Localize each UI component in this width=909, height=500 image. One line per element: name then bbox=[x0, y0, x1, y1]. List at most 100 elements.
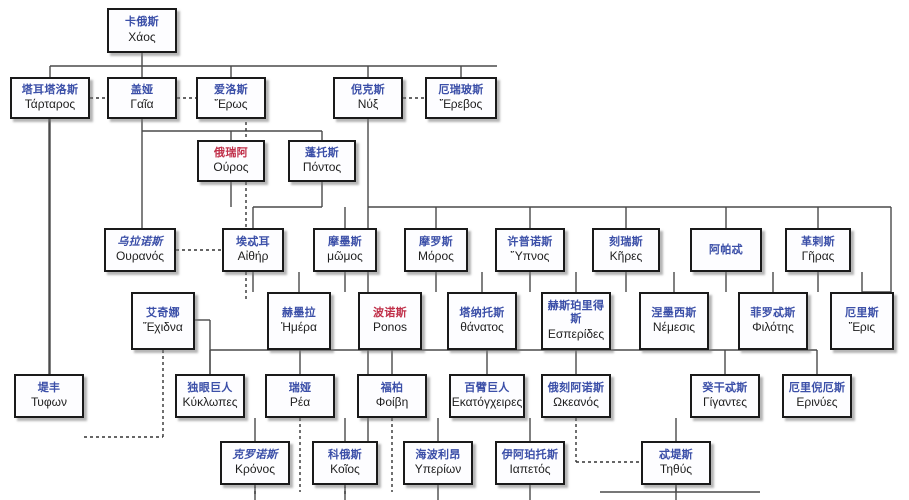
node-apate[interactable]: 阿帕忒 bbox=[690, 228, 762, 272]
node-label-cn: 波诺斯 bbox=[373, 306, 407, 319]
node-label-cn: 摩罗斯 bbox=[419, 235, 453, 248]
node-label-gr: Ερινύες bbox=[796, 395, 838, 410]
node-label-cn: 赫墨拉 bbox=[282, 306, 316, 319]
node-label-cn: 克罗诺斯 bbox=[232, 448, 278, 461]
node-label-cn: 堤丰 bbox=[37, 381, 61, 394]
node-label-cn: 革剌斯 bbox=[801, 235, 835, 248]
node-label-gr: Ιαπετός bbox=[509, 462, 551, 477]
node-label-cn: 忒堤斯 bbox=[659, 448, 693, 461]
node-label-gr: Νύξ bbox=[357, 97, 379, 112]
node-label-gr: Ωκεανός bbox=[553, 395, 599, 410]
node-label-gr: Ὕπνος bbox=[510, 249, 550, 264]
node-label-gr: Γῆρας bbox=[801, 249, 835, 264]
node-label-cn: 厄里斯 bbox=[845, 306, 879, 319]
node-label-cn: 俄刻阿诺斯 bbox=[547, 381, 605, 394]
node-label-gr: Εκατόγχειρες bbox=[451, 395, 523, 410]
node-label-cn: 厄瑞玻斯 bbox=[438, 83, 484, 96]
solid-connectors bbox=[48, 53, 892, 500]
node-label-gr: Ρέα bbox=[289, 395, 311, 410]
node-label-cn: 科俄斯 bbox=[328, 448, 362, 461]
node-label-cn: 许普诺斯 bbox=[507, 235, 553, 248]
node-label-cn: 塔纳托斯 bbox=[459, 306, 505, 319]
node-label-gr: Κοῖος bbox=[330, 462, 360, 477]
node-label-gr: Φοίβη bbox=[375, 395, 409, 410]
node-label-cn: 赫斯珀里得斯 bbox=[547, 300, 605, 326]
node-label-cn: 塔耳塔洛斯 bbox=[21, 83, 79, 96]
node-label-gr: Ἡμέρα bbox=[281, 320, 317, 335]
node-label-cn: 阿帕忒 bbox=[709, 243, 743, 256]
node-label-gr: Νέμεσις bbox=[652, 320, 696, 335]
node-label-cn: 盖娅 bbox=[130, 83, 154, 96]
node-label-gr: Εσπερίδες bbox=[547, 326, 605, 341]
node-label-gr: Ἔρως bbox=[214, 97, 248, 112]
node-label-gr: Κῆρες bbox=[609, 249, 643, 264]
node-label-gr: Γαῖα bbox=[130, 97, 154, 112]
node-label-gr: Ἔρεβος bbox=[439, 97, 483, 112]
node-label-cn: 涅墨西斯 bbox=[651, 306, 697, 319]
node-label-cn: 埃忒耳 bbox=[236, 235, 270, 248]
node-label-cn: 厄里倪厄斯 bbox=[788, 381, 846, 394]
node-label-gr: μῶμος bbox=[327, 249, 363, 264]
node-label-gr: Τάρταρος bbox=[24, 97, 76, 112]
node-label-gr: Ἔχιδνα bbox=[143, 320, 183, 335]
node-label-gr: Υπερίων bbox=[414, 462, 462, 477]
node-label-gr: Πόντος bbox=[302, 160, 342, 175]
node-label-gr: Τυφων bbox=[30, 395, 67, 410]
node-label-gr: Φιλότης bbox=[752, 320, 794, 335]
node-label-cn: 癸干忒斯 bbox=[702, 381, 748, 394]
node-label-cn: 爱洛斯 bbox=[214, 83, 248, 96]
node-label-cn: 摩墨斯 bbox=[328, 235, 362, 248]
node-label-gr: Ουρανός bbox=[115, 249, 165, 264]
node-label-gr: Μόρος bbox=[418, 249, 454, 264]
node-label-gr: Χάος bbox=[128, 29, 156, 44]
node-label-cn: 倪克斯 bbox=[351, 83, 385, 96]
node-label-cn: 菲罗忒斯 bbox=[750, 306, 796, 319]
node-label-gr: Ἔρις bbox=[848, 320, 876, 335]
node-label-cn: 乌拉诺斯 bbox=[117, 235, 163, 248]
node-label-gr: Τηθύς bbox=[659, 462, 693, 477]
node-label-gr: Γίγαντες bbox=[702, 395, 748, 410]
node-label-cn: 卡俄斯 bbox=[125, 16, 159, 29]
node-label-cn: 瑞娅 bbox=[288, 381, 312, 394]
node-label-cn: 福柏 bbox=[380, 381, 404, 394]
node-label-cn: 刻瑞斯 bbox=[609, 235, 643, 248]
node-label-gr: Αἰθήρ bbox=[237, 249, 269, 264]
